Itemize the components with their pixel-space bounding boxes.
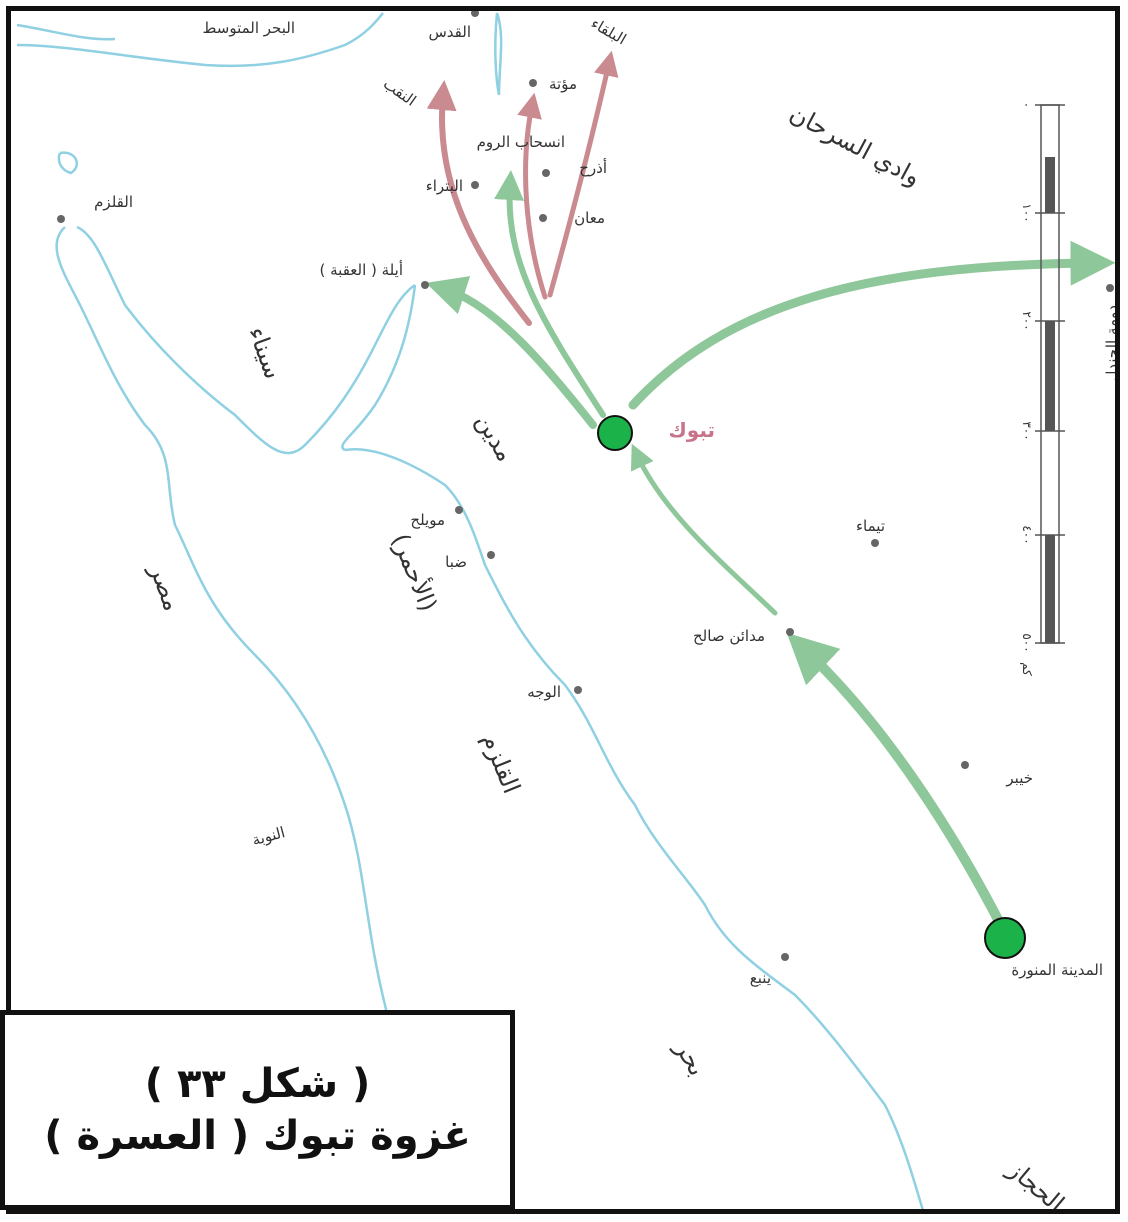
tabuk-marker xyxy=(597,415,633,451)
dot-duba xyxy=(487,551,495,559)
route-red-balqa xyxy=(547,50,619,298)
scale-bar-fill-2 xyxy=(1045,321,1055,431)
scale-bar: ٠ ١٠٠ ٢٠٠ ٣٠٠ ٤٠٠ ٥٠٠ كم xyxy=(1020,102,1065,676)
label-tayma: تيماء xyxy=(856,517,885,535)
aqaba-gulf-west xyxy=(341,284,417,452)
label-qulzum-sea: القلزم xyxy=(476,729,525,797)
dot-tayma xyxy=(871,539,879,547)
arabian-coast xyxy=(344,447,924,1209)
mediterranean-inner-coast xyxy=(16,23,116,41)
scale-tick-0: ٠ xyxy=(1020,102,1034,108)
madina-marker xyxy=(984,917,1026,959)
scale-unit: كم xyxy=(1020,662,1034,676)
dot-dumat xyxy=(1106,284,1114,292)
dot-madain xyxy=(786,628,794,636)
caption-figure-number: ( شكل ٣٣ ) xyxy=(144,1061,371,1107)
label-muwaylih: مويلح xyxy=(410,511,445,529)
dot-batra xyxy=(471,181,479,189)
dot-yanbu xyxy=(781,953,789,961)
label-yanbu: ينبع xyxy=(750,969,771,987)
scale-tick-300: ٣٠٠ xyxy=(1020,421,1034,440)
route-tabuk-north xyxy=(494,170,606,418)
dot-maan xyxy=(539,214,547,222)
label-romans-withdrawal: انسحاب الروم xyxy=(477,133,565,151)
route-red-naqab xyxy=(426,80,532,326)
scale-bar-fill-3 xyxy=(1045,535,1055,643)
label-khaybar: خيبر xyxy=(1005,769,1033,787)
route-tabuk-to-ayla xyxy=(425,276,597,429)
caption-title: غزوة تبوك ( العسرة ) xyxy=(44,1113,471,1159)
label-hijaz: الحجاز xyxy=(1002,1155,1070,1214)
route-red-mutah xyxy=(517,92,548,300)
campaign-routes xyxy=(425,50,1115,938)
dot-qulzum xyxy=(57,215,65,223)
label-mutah: مؤتة xyxy=(549,75,577,93)
label-nubia: النوبة xyxy=(250,823,287,849)
label-wadi-sirhan: وادي السرحان xyxy=(785,99,925,191)
label-red-sea: (الأحمر) xyxy=(386,529,443,615)
route-madain-to-tabuk xyxy=(630,443,778,616)
label-ayla: أيلة ( العقبة ) xyxy=(320,260,404,279)
map-canvas: البحر المتوسط القدس البلقاء النقب مؤتة ا… xyxy=(16,11,1120,1214)
label-madina: المدينة المنورة xyxy=(1011,961,1103,979)
dot-khaybar xyxy=(961,761,969,769)
dot-adhruh xyxy=(542,169,550,177)
label-batra: البتراء xyxy=(426,177,463,195)
dot-muwaylih xyxy=(455,506,463,514)
label-dumat-jandal: دومة الجندل xyxy=(1103,305,1120,382)
caption-box: ( شكل ٣٣ ) غزوة تبوك ( العسرة ) xyxy=(0,1010,515,1210)
sinai-west-coast xyxy=(55,226,392,1111)
mediterranean-coast xyxy=(16,12,384,68)
label-naqab: النقب xyxy=(380,75,419,110)
label-mediterranean: البحر المتوسط xyxy=(203,19,295,37)
scale-tick-400: ٤٠٠ xyxy=(1020,525,1034,544)
route-tabuk-to-dumat xyxy=(628,240,1115,410)
label-balqa: البلقاء xyxy=(588,14,629,48)
suez-gulf-east xyxy=(76,225,416,455)
label-tabuk: تبوك xyxy=(668,418,715,442)
label-sinai: سيناء xyxy=(243,323,288,383)
label-jerusalem: القدس xyxy=(428,23,471,41)
label-maan: معان xyxy=(574,209,605,227)
label-qulzum-city: القلزم xyxy=(94,193,133,211)
scale-tick-100: ١٠٠ xyxy=(1020,203,1034,222)
route-madina-to-madain xyxy=(786,632,1010,938)
label-bahr: بحر xyxy=(669,1035,711,1081)
label-madyan: مدين xyxy=(470,409,519,467)
label-madain-salih: مدائن صالح xyxy=(693,627,765,645)
scale-tick-500: ٥٠٠ xyxy=(1020,633,1034,652)
label-duba: ضبا xyxy=(445,553,467,571)
label-egypt: مصر xyxy=(144,560,187,615)
label-wajh: الوجه xyxy=(527,683,561,701)
scale-tick-200: ٢٠٠ xyxy=(1020,311,1034,330)
label-adhruh: أذرح xyxy=(579,158,607,177)
city-markers xyxy=(57,11,1114,961)
dead-sea xyxy=(494,12,503,96)
dot-mutah xyxy=(529,79,537,87)
dot-wajh xyxy=(574,686,582,694)
dot-ayla xyxy=(421,281,429,289)
scale-bar-fill-1 xyxy=(1045,157,1055,213)
coastlines xyxy=(16,12,924,1209)
dot-jerusalem xyxy=(471,11,479,17)
small-lake xyxy=(57,151,78,175)
